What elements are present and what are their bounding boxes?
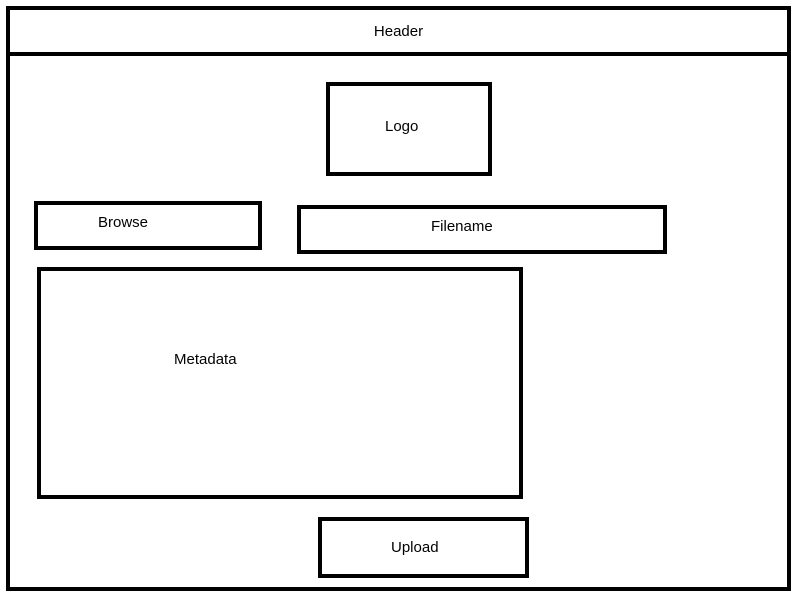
logo-label: Logo <box>385 118 419 135</box>
browse-button[interactable]: Browse <box>34 201 262 250</box>
browse-label: Browse <box>98 214 149 231</box>
metadata-label: Metadata <box>174 351 237 368</box>
logo-placeholder: Logo <box>326 82 492 176</box>
filename-label: Filename <box>431 218 493 235</box>
header-label: Header <box>373 23 424 40</box>
metadata-panel[interactable]: Metadata <box>37 267 523 499</box>
upload-label: Upload <box>391 539 439 556</box>
upload-button[interactable]: Upload <box>318 517 529 578</box>
header-bar: Header <box>6 6 791 56</box>
filename-field[interactable]: Filename <box>297 205 667 254</box>
